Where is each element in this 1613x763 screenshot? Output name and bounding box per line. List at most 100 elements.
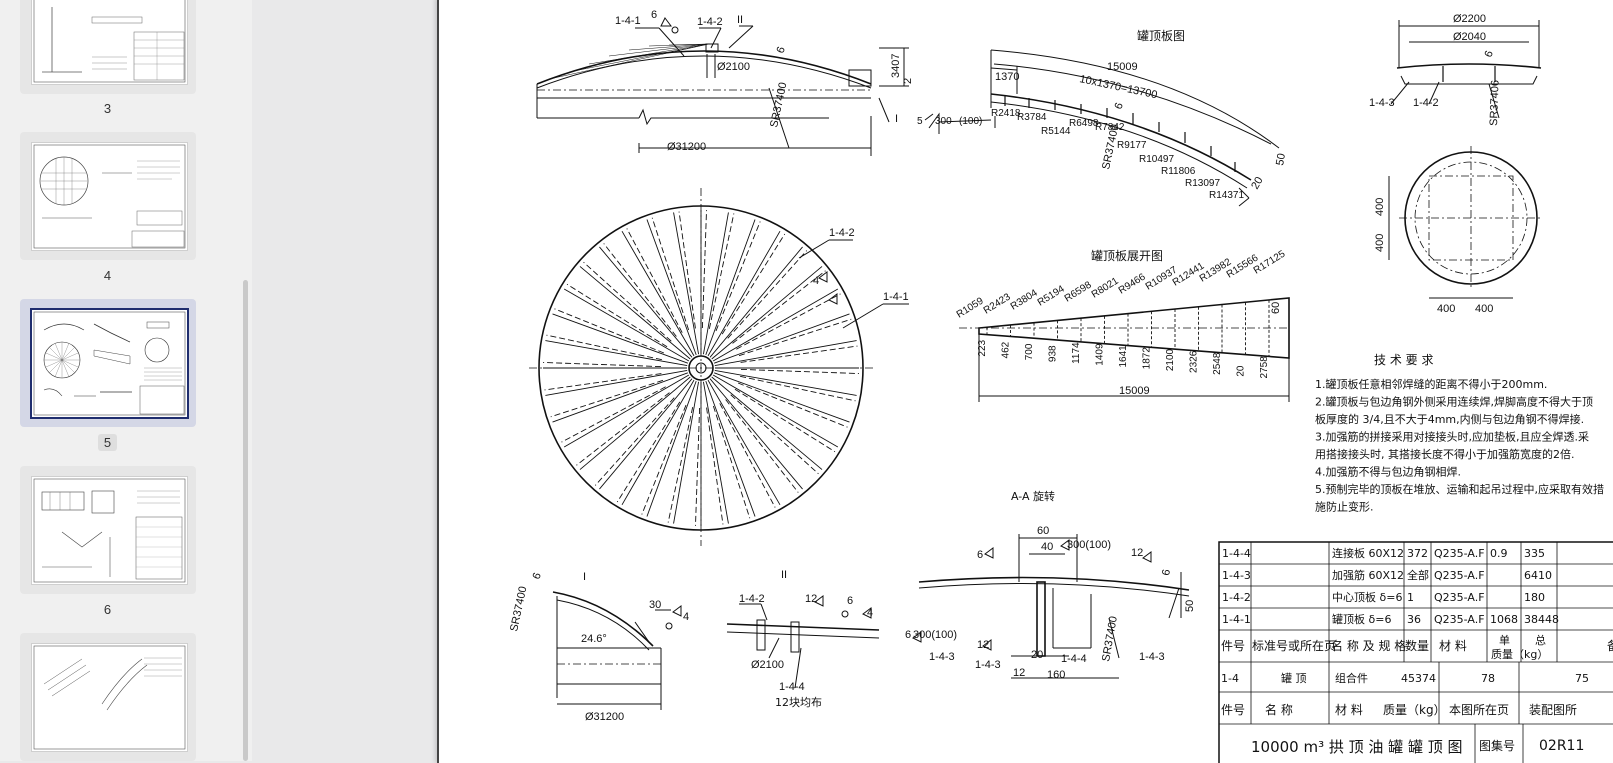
label-dimension: 5 (917, 116, 923, 127)
rib-dash (706, 407, 724, 525)
thumbnail-image (31, 142, 188, 251)
unfold-width-label: 700 (1024, 343, 1035, 360)
rib-dash (712, 405, 751, 519)
rib-dash (651, 217, 690, 331)
rib-dash (566, 283, 668, 348)
thumbnail-page-7[interactable] (20, 633, 196, 761)
view-title: 罐顶板图 (1137, 29, 1185, 43)
rib-dash (667, 407, 694, 523)
thumbnail-page-3[interactable] (20, 0, 196, 94)
rib-dash (725, 399, 799, 493)
tech-title: 技 术 要 求 (1374, 353, 1433, 367)
bom-cell: 180 (1524, 591, 1545, 604)
label-dimension: 50 (1274, 152, 1288, 166)
unfold-width-label: 1174 (1071, 342, 1082, 364)
rib-line (712, 288, 839, 362)
label-dimension: Ø2100 (751, 659, 784, 671)
thumbnail-page-4[interactable] (20, 132, 196, 260)
thumbnail-label: 6 (103, 602, 112, 617)
rib-dash (737, 382, 848, 428)
thumbnail-page-5[interactable] (20, 299, 196, 427)
rib-line (552, 313, 688, 364)
detail-title: II (781, 569, 787, 581)
label-dimension: 3407 (890, 54, 902, 78)
rib-dash (701, 210, 707, 329)
rib-dash (721, 233, 786, 335)
unfold-width-label: 1872 (1142, 347, 1153, 370)
label-dimension: Ø31200 (667, 141, 706, 153)
rib-dash (603, 243, 677, 337)
label-weld: 4 (683, 611, 689, 623)
unfold-width-label: 2326 (1189, 350, 1200, 373)
rib-line (707, 230, 781, 357)
unfold-width-label: 1409 (1095, 343, 1106, 366)
label-dimension: 60 (1270, 302, 1282, 314)
sidebar-scrollbar[interactable] (243, 280, 248, 761)
rib-line (714, 372, 850, 423)
label-dimension: 400 (1437, 303, 1455, 315)
drawing-page: 1-4-1 6 1-4-2 II Ø2100 3407 2 SR37400 Ø3… (437, 0, 1613, 763)
rib-line (714, 369, 857, 396)
atlas-label: 图集号 (1479, 738, 1515, 753)
unfold-width-label: 938 (1048, 345, 1059, 362)
label-dimension: 20 (1031, 649, 1043, 661)
label-radius: R10497 (1139, 154, 1174, 165)
label-weld: 6 (905, 629, 911, 641)
label-radius: R9177 (1117, 140, 1147, 151)
bom-cell: 1-4-3 (1222, 569, 1251, 582)
rib-line (709, 246, 803, 358)
roof-plate-view: 罐顶板图 15009 (917, 29, 1288, 207)
bom-cell: 36 (1407, 613, 1421, 626)
roof-plan-view: 1-4-2 1-4-1 4 (529, 188, 909, 546)
thumbnail-sidebar[interactable]: 3 4 (0, 0, 253, 761)
label-dimension: 30 (649, 599, 661, 611)
unfold-width-label: 2100 (1165, 348, 1176, 371)
thumbnail-label-text: 5 (97, 434, 118, 451)
bom-cell: 中心顶板 δ=6 (1332, 590, 1402, 604)
detail-ii-view: II 1-4-2 12 6 4 Ø2100 1-4-4 12块均布 (726, 569, 880, 709)
rib-dash (740, 345, 858, 363)
document-viewer[interactable]: 1-4-1 6 1-4-2 II Ø2100 3407 2 SR37400 Ø3… (252, 0, 1613, 763)
tech-requirement-line: 4.加强筋不得与包边角钢相焊. (1315, 465, 1461, 479)
label-radius: SR37400 (768, 81, 789, 128)
label-radius: R14371 (1209, 190, 1244, 201)
rib-dash (727, 250, 808, 339)
label-radius: R6498 (1069, 118, 1099, 129)
tech-requirement-line: 用搭接接头时, 其搭接长度不得小于加强筋宽度的2倍. (1315, 447, 1575, 461)
roof-section-view: 1-4-1 6 1-4-2 II Ø2100 3407 2 SR37400 Ø3… (536, 9, 914, 156)
bom-cell: Q235-A.F (1434, 569, 1485, 582)
rib-line (599, 378, 693, 490)
thumbnail-label: 4 (103, 268, 112, 283)
label-weld: 4 (867, 607, 873, 619)
bom-cell: 1-4-1 (1222, 613, 1251, 626)
tech-requirement-line: 3.加强筋的拼接采用对接接头时,应加垫板,且应全焊透.采 (1315, 430, 1589, 444)
label-part: 1-4-3 (1369, 97, 1395, 109)
thumbnail-page-6[interactable] (20, 466, 196, 594)
bom-header2: 本图所在页 (1449, 703, 1509, 717)
bom-header2: 质量（kg） (1383, 703, 1446, 717)
rib-dash (561, 386, 666, 443)
thumbnail-image (30, 308, 189, 419)
bom-cell: 连接板 60X12 (1332, 546, 1404, 560)
label-radius: R5144 (1041, 126, 1071, 137)
label-part: 1-4-2 (739, 593, 765, 605)
label-part: 1-4-1 (615, 15, 641, 27)
label-part: 1-4-2 (697, 16, 723, 28)
rib-dash (543, 362, 662, 368)
rib-line (714, 340, 857, 367)
bom-cell: 1 (1407, 591, 1414, 604)
label-part: 1-4-2 (829, 227, 855, 239)
label-part: 1-4-4 (779, 681, 805, 693)
bom-header: 总 (1535, 633, 1546, 647)
section-aa-view: A-A 旋转 60 (905, 489, 1196, 681)
rib-dash (740, 375, 856, 402)
rib-line (646, 381, 697, 517)
label-part: 1-4-3 (1139, 651, 1165, 663)
rib-dash (738, 318, 852, 357)
label-dimension: 2 (902, 78, 914, 84)
label-weld: 4 (813, 275, 819, 287)
bom-header: 备 (1607, 639, 1613, 653)
bom-header2: 材 料 (1335, 703, 1363, 717)
rib-dash (583, 261, 672, 342)
